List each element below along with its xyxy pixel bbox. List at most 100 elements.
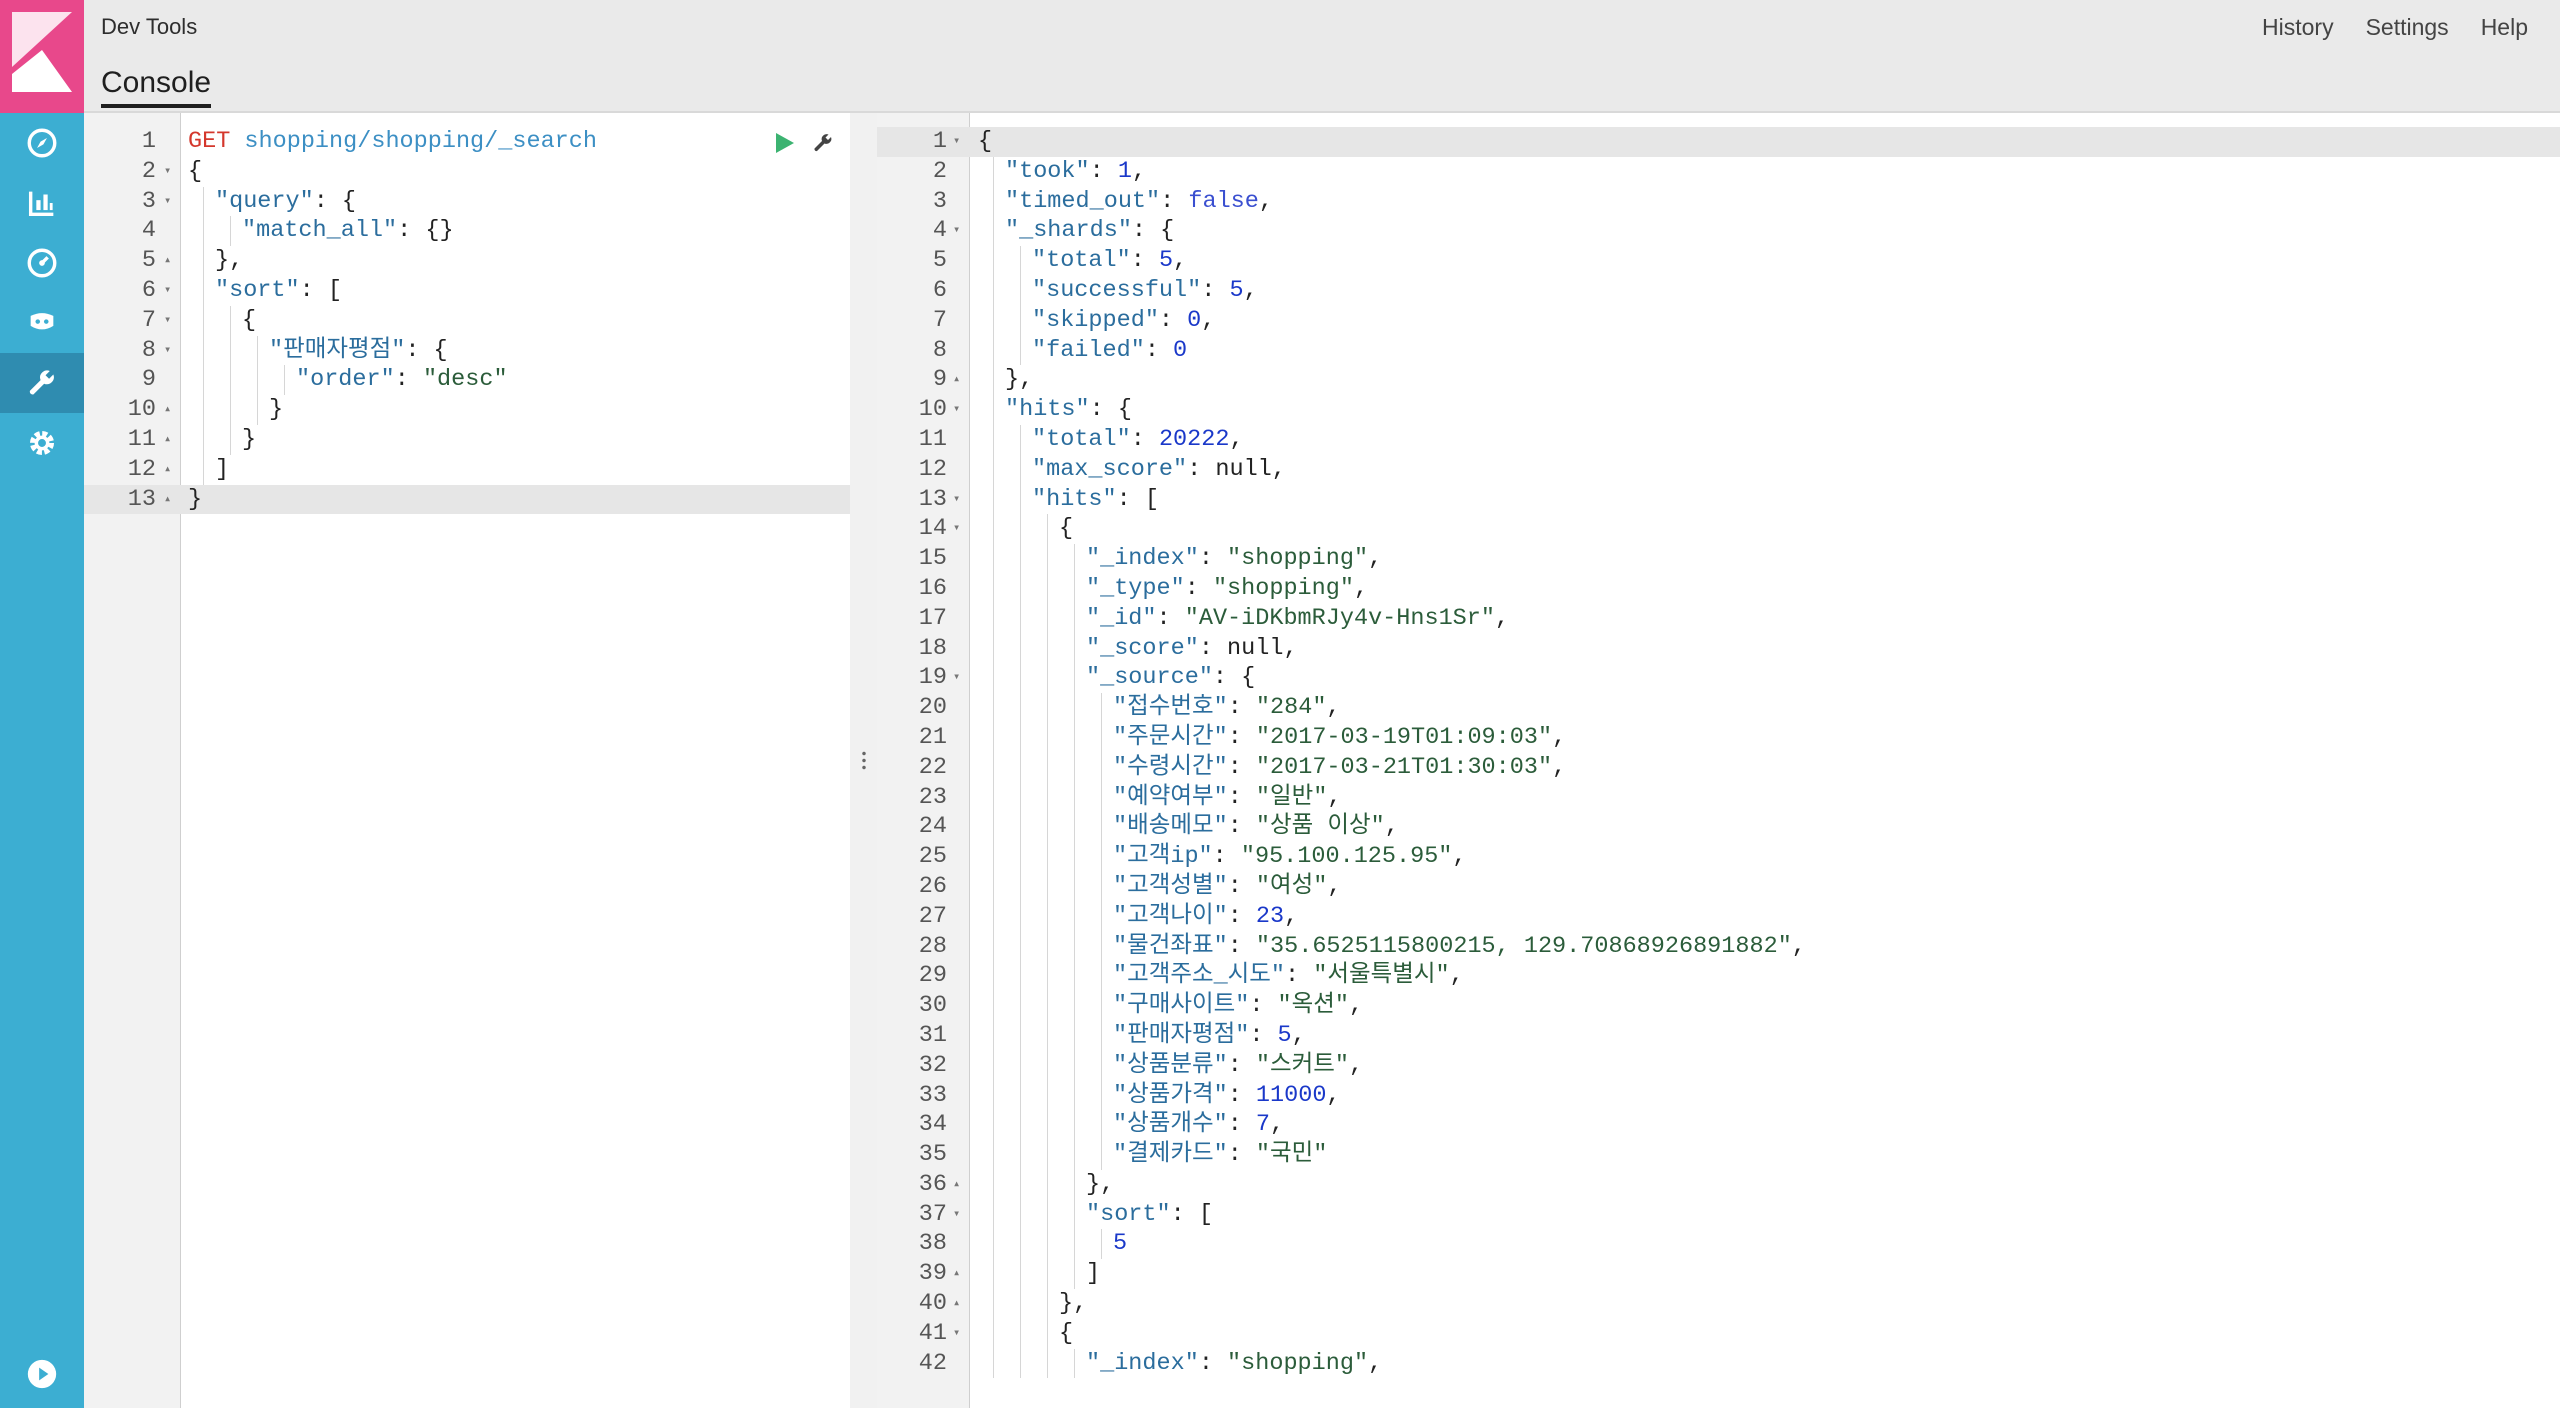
code-text: GET shopping/shopping/_search	[188, 127, 597, 157]
indent-guide	[203, 395, 204, 425]
code-token: "예약여부"	[1113, 783, 1228, 811]
line-number: 23	[918, 783, 947, 811]
request-options-button[interactable]	[810, 130, 836, 156]
fold-toggle-icon[interactable]: ▾	[953, 134, 961, 148]
fold-toggle-icon[interactable]: ▾	[164, 312, 172, 327]
code-text: "판매자평점": {	[188, 335, 448, 366]
indent-guide	[257, 365, 258, 396]
indent-guide	[1101, 782, 1102, 813]
indent-guide	[1101, 991, 1102, 1021]
nav-dashboard[interactable]	[0, 233, 84, 293]
line-number: 6	[141, 276, 156, 304]
code-token: "_type"	[1086, 574, 1185, 602]
indent-guide	[993, 693, 994, 723]
indent-guide	[1047, 1110, 1048, 1141]
code-text: 5	[978, 1229, 1128, 1260]
fold-toggle-icon[interactable]: ▾	[164, 282, 172, 297]
fold-toggle-icon[interactable]: ▾	[953, 1325, 961, 1340]
indent-guide	[1101, 812, 1102, 843]
tab-console[interactable]: Console	[101, 66, 212, 108]
fold-toggle-icon[interactable]: ▴	[953, 1296, 961, 1311]
code-token: "35.6525115800215, 129.70868926891882"	[1255, 932, 1792, 960]
code-text: "successful": 5,	[978, 275, 1258, 306]
code-token: "hits"	[1005, 396, 1090, 424]
fold-toggle-icon[interactable]: ▴	[953, 372, 961, 387]
request-line: 4"match_all": {}	[84, 216, 850, 247]
code-token: "took"	[1005, 157, 1090, 185]
fold-toggle-icon[interactable]: ▾	[953, 521, 961, 536]
kibana-logo[interactable]	[0, 0, 84, 113]
fold-toggle-icon[interactable]: ▾	[164, 342, 172, 357]
fold-toggle-icon[interactable]: ▾	[953, 1206, 961, 1221]
indent-guide	[993, 395, 994, 425]
nav-machine-learning[interactable]	[0, 293, 84, 353]
code-token: null	[1215, 455, 1272, 483]
code-token: :	[1198, 1349, 1228, 1377]
line-number: 7	[932, 306, 947, 334]
request-line: 11▴}	[84, 424, 850, 455]
run-request-button[interactable]	[772, 130, 798, 156]
line-number: 2	[141, 157, 156, 185]
response-line: 32"상품분류": "스커트",	[877, 1050, 2560, 1081]
code-token: "failed"	[1032, 336, 1145, 364]
fold-toggle-icon[interactable]: ▾	[164, 193, 172, 208]
nav-management[interactable]	[0, 413, 84, 473]
indent-guide	[993, 305, 994, 336]
response-line: 15"_index": "shopping",	[877, 544, 2560, 574]
indent-guide	[1020, 1318, 1021, 1349]
code-text: "match_all": {}	[188, 216, 454, 247]
code-token: shopping/shopping/_search	[244, 128, 597, 155]
indent-guide	[1020, 1080, 1021, 1111]
fold-toggle-icon[interactable]: ▾	[953, 491, 961, 506]
nav-discover[interactable]	[0, 113, 84, 173]
indent-guide	[993, 1110, 994, 1141]
fold-toggle-icon[interactable]: ▴	[953, 1176, 961, 1191]
code-token: {	[1059, 515, 1074, 543]
line-number: 39	[918, 1260, 947, 1288]
fold-toggle-icon[interactable]: ▾	[953, 670, 961, 685]
response-line: 40▴},	[877, 1289, 2560, 1319]
indent-guide	[1074, 1140, 1075, 1170]
indent-guide	[1047, 1289, 1048, 1319]
code-text: },	[188, 246, 243, 276]
fold-toggle-icon[interactable]: ▴	[164, 402, 172, 417]
code-token: :	[1227, 1111, 1256, 1139]
response-line: 25"고객ip": "95.100.125.95",	[877, 842, 2560, 872]
fold-toggle-icon[interactable]: ▾	[953, 223, 961, 238]
line-number: 13	[127, 485, 156, 513]
code-token: null	[1227, 634, 1284, 662]
code-text: },	[978, 1289, 1087, 1319]
nav-visualize[interactable]	[0, 173, 84, 233]
indent-guide	[1074, 961, 1075, 992]
code-token: "sort"	[1086, 1200, 1171, 1228]
code-text: "결제카드": "국민"	[978, 1140, 1327, 1170]
response-line: 5"total": 5,	[877, 246, 2560, 276]
fold-toggle-icon[interactable]: ▾	[953, 402, 961, 417]
code-token: "hits"	[1032, 485, 1117, 513]
history-link[interactable]: History	[2262, 14, 2334, 40]
help-link[interactable]: Help	[2480, 14, 2528, 40]
response-line: 18"_score": null,	[877, 633, 2560, 664]
top-header: Dev Tools History Settings Help Console	[84, 0, 2560, 113]
response-output[interactable]: 1▾{2"took": 1,3"timed_out": false,4▾"_sh…	[877, 113, 2560, 1408]
line-number: 8	[141, 336, 156, 364]
nav-dev-tools[interactable]	[0, 353, 84, 413]
fold-toggle-icon[interactable]: ▴	[164, 253, 172, 268]
fold-toggle-icon[interactable]: ▴	[164, 431, 172, 446]
indent-guide	[1020, 1199, 1021, 1230]
settings-link[interactable]: Settings	[2365, 14, 2449, 40]
fold-toggle-icon[interactable]: ▴	[164, 461, 172, 476]
fold-toggle-icon[interactable]: ▴	[953, 1266, 961, 1281]
code-token: : [	[1170, 1200, 1213, 1228]
nav-collapse[interactable]	[0, 1344, 84, 1404]
code-token: 5	[1113, 1230, 1128, 1258]
pane-resize-handle[interactable]	[850, 113, 877, 1408]
line-number: 12	[127, 455, 156, 483]
fold-toggle-icon[interactable]: ▾	[164, 163, 172, 178]
code-token: :	[1130, 425, 1159, 453]
code-token: "상품 이상"	[1255, 813, 1385, 841]
fold-toggle-icon[interactable]: ▴	[164, 491, 172, 506]
indent-guide	[993, 663, 994, 694]
code-token: :	[1227, 1081, 1256, 1109]
